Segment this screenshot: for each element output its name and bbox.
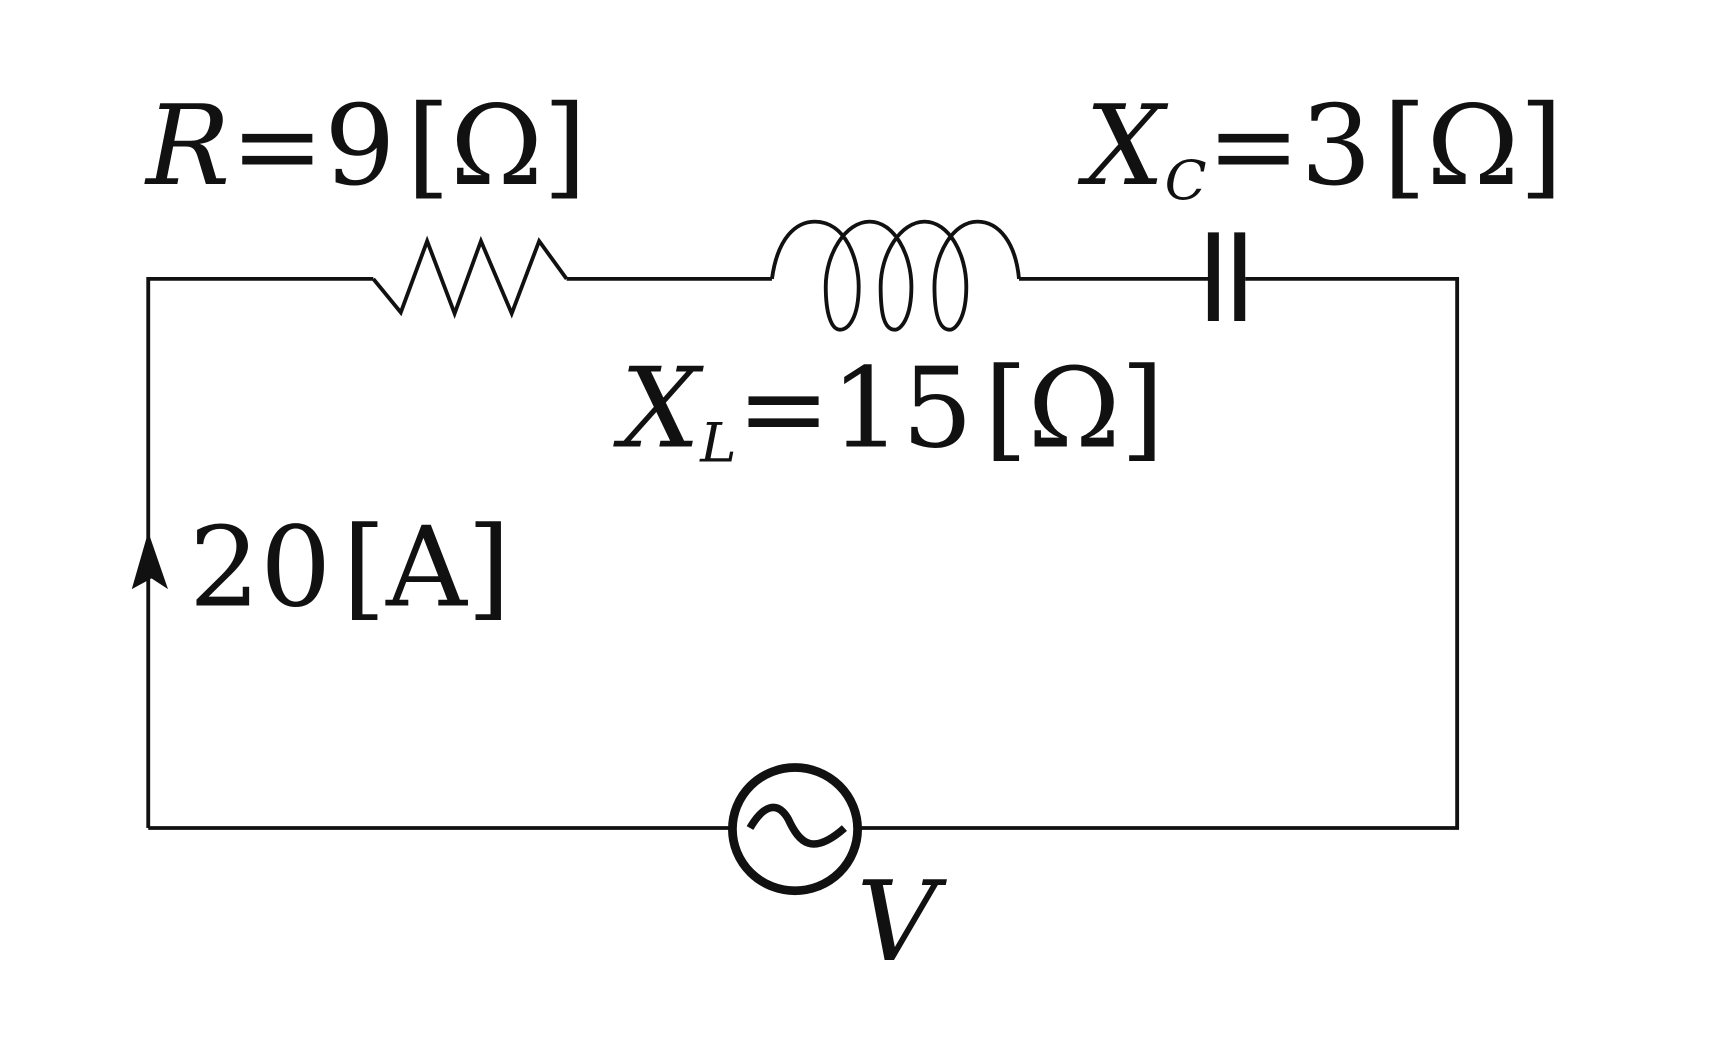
inductor-symbol (770, 219, 1021, 332)
ac-source-icon (728, 763, 862, 896)
current-label: 20[A] (189, 504, 511, 632)
current-arrow-icon (131, 531, 169, 590)
resistor-symbol (371, 235, 569, 319)
source-voltage-label: V (857, 859, 948, 987)
resistor-label: R=9[Ω] (144, 83, 587, 211)
inductor-label: XL=15[Ω] (612, 345, 1164, 474)
wire-top-left (146, 277, 374, 829)
capacitor-label: XC=3[Ω] (1077, 83, 1563, 212)
wire-right (860, 277, 1460, 830)
